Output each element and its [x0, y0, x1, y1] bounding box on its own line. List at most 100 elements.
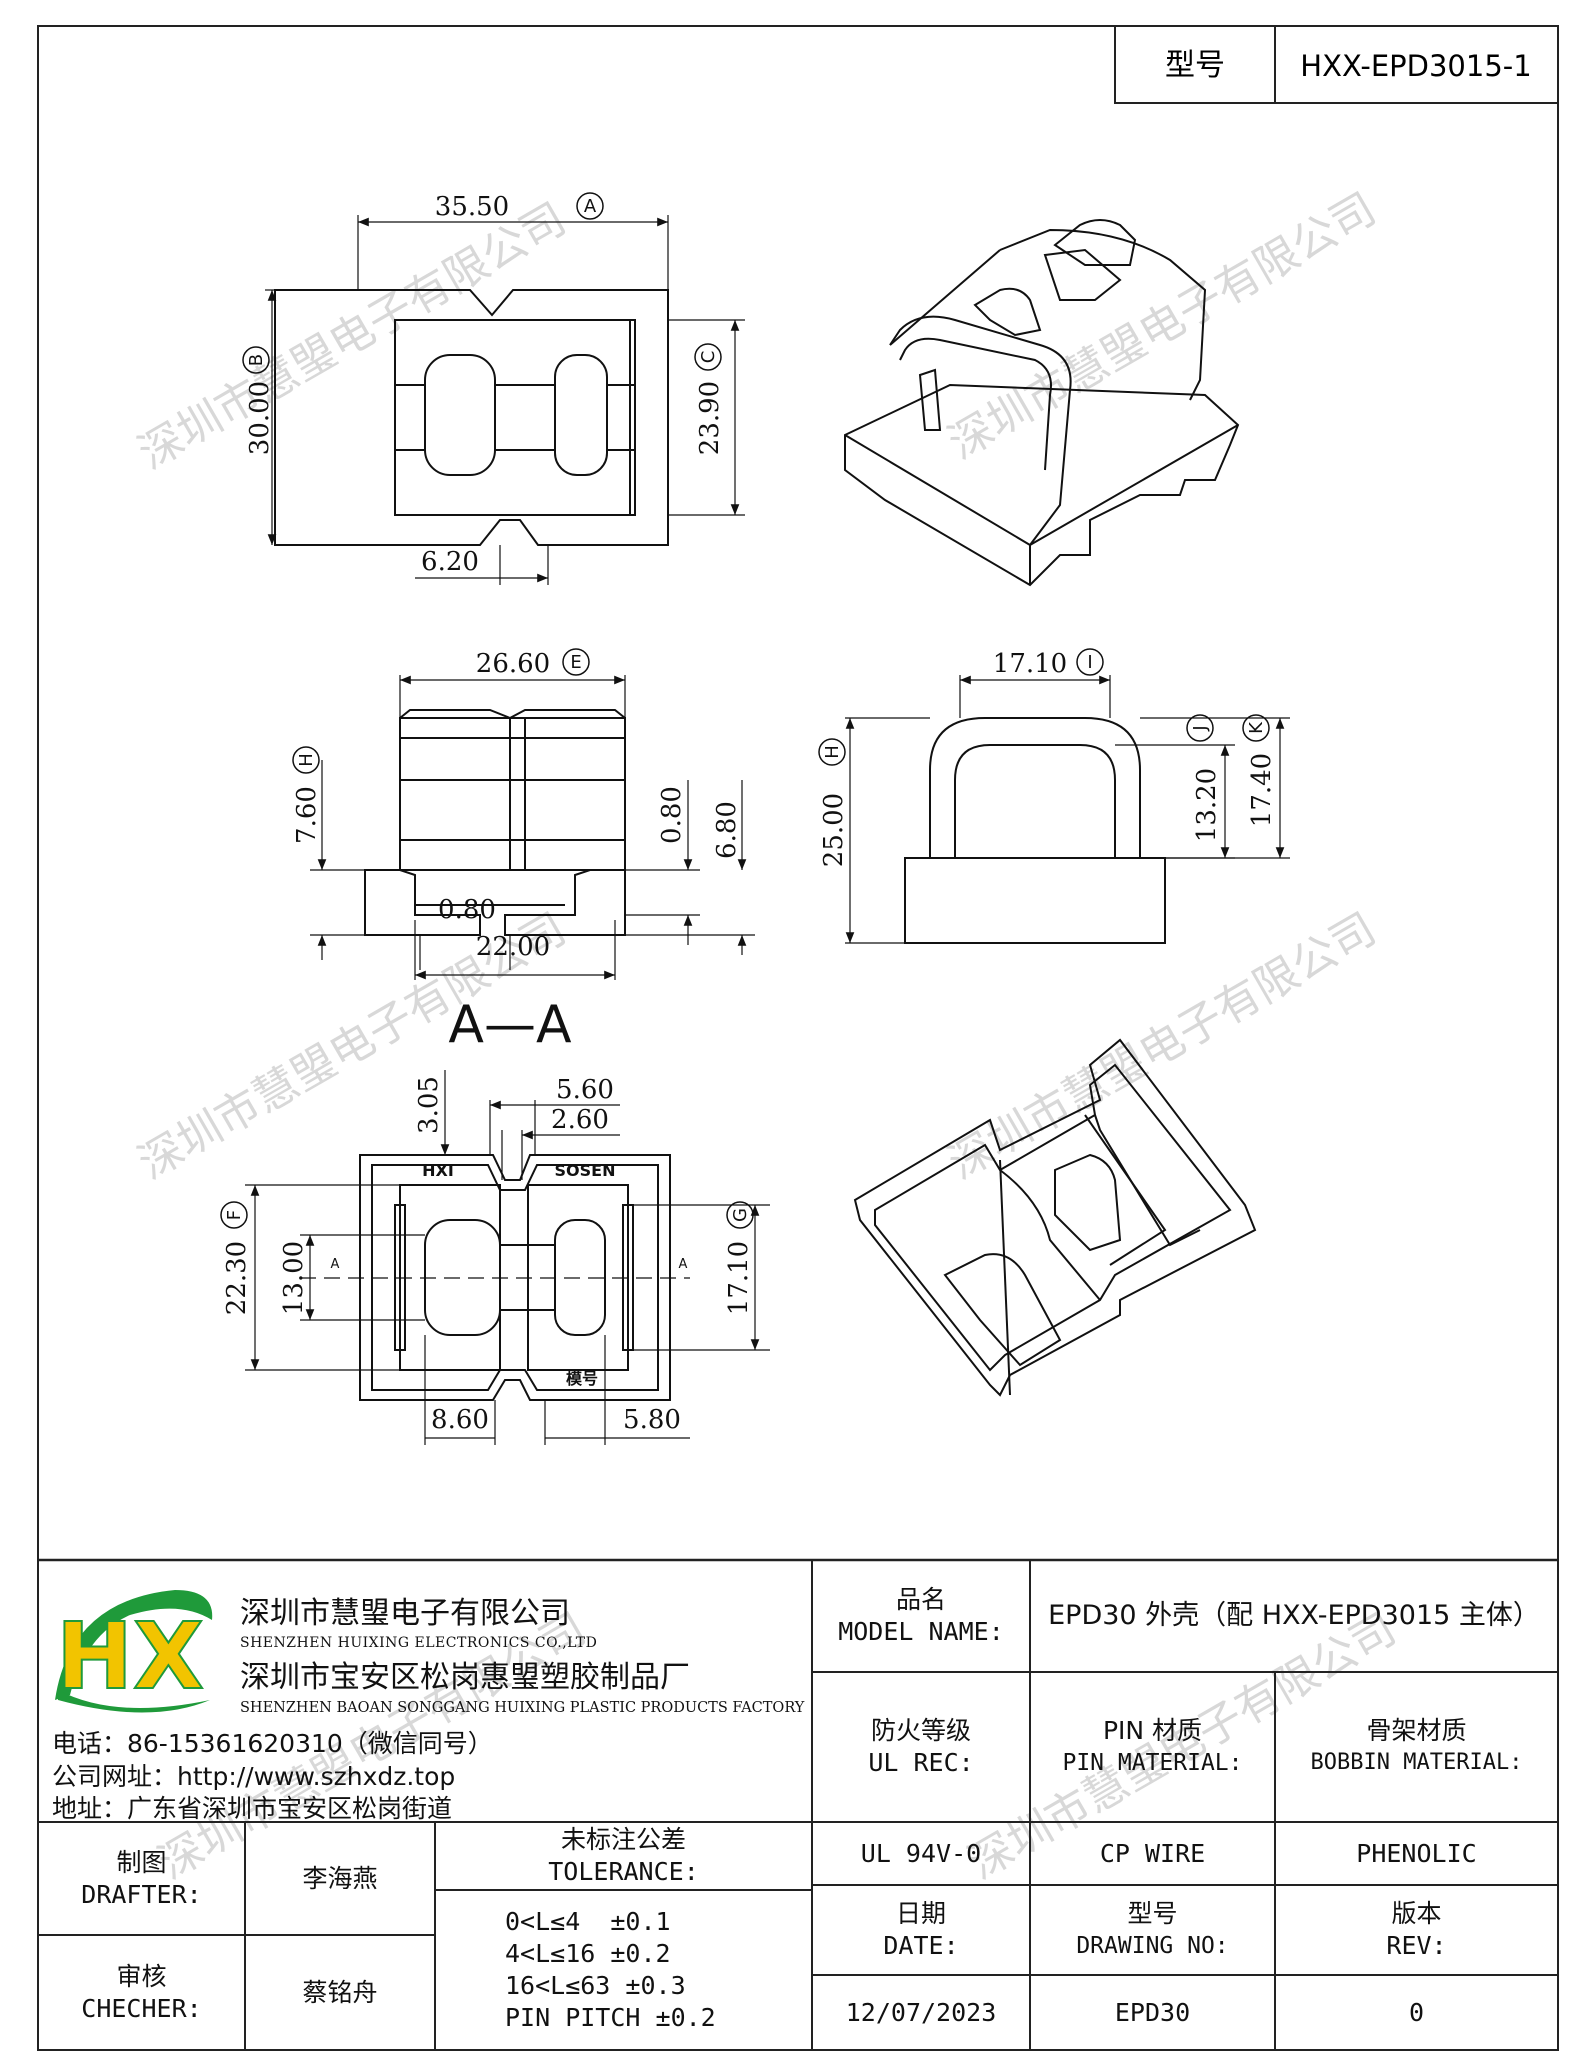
- dim-side-height: 25.00: [819, 793, 849, 867]
- section-label-right: SOSEN: [555, 1161, 616, 1180]
- dim-section-left-offset: 8.60: [431, 1405, 489, 1435]
- svg-text:E: E: [570, 652, 581, 673]
- dim-section-notch-depth: 3.05: [414, 1076, 444, 1134]
- top-view-window-left: [424, 354, 496, 476]
- section-mark-right: A: [679, 1257, 688, 1272]
- side-view: [845, 675, 1290, 944]
- ul-rec-value: UL 94V-0: [860, 1838, 982, 1868]
- logo-swoosh: [55, 1590, 213, 1700]
- callout-a: A: [576, 192, 604, 220]
- callout-j: J: [1186, 714, 1214, 742]
- dim-top-height: 30.00: [245, 381, 275, 455]
- tolerance-row: 4<L≤16 ±0.2: [505, 1939, 671, 1968]
- tolerance-label: 未标注公差 TOLERANCE:: [548, 1825, 699, 1886]
- callout-f: F: [220, 1201, 248, 1229]
- factory-name-cn: 深圳市宝安区松岗惠琞塑胶制品厂: [240, 1660, 690, 1695]
- svg-text:I: I: [1087, 652, 1092, 673]
- svg-text:B: B: [246, 354, 267, 366]
- dim-section-inner: 13.00: [279, 1241, 309, 1315]
- checker-label: 审核 CHECHER:: [81, 1961, 202, 2023]
- dim-section-notch-outer: 5.60: [556, 1075, 614, 1105]
- dim-front-base-height: 6.80: [712, 801, 742, 859]
- svg-text:H: H: [822, 745, 843, 759]
- dim-section-height: 22.30: [222, 1241, 252, 1315]
- svg-text:G: G: [730, 1208, 751, 1222]
- header-model-value: HXX-EPD3015-1: [1300, 49, 1531, 83]
- section-label-bottom: 模号: [566, 1369, 598, 1388]
- dim-side-outer: 17.40: [1247, 753, 1277, 827]
- section-view-outline: [359, 1154, 671, 1401]
- drafter-label: 制图 DRAFTER:: [81, 1847, 202, 1909]
- tolerance-values: 0<L≤4 ±0.1 4<L≤16 ±0.2 16<L≤63 ±0.3 PIN …: [505, 1890, 805, 2050]
- company-name-en: SHENZHEN HUIXING ELECTRONICS CO.,LTD: [240, 1635, 598, 1651]
- company-address: 地址：广东省深圳市宝安区松岗街道: [52, 1794, 453, 1823]
- callouts: A B C E H I H J K F G: [220, 192, 1270, 1229]
- svg-text:A: A: [584, 196, 597, 217]
- sheet-border: [37, 25, 1559, 2051]
- svg-text:H: H: [296, 753, 317, 767]
- callout-h-side: H: [818, 738, 846, 766]
- dim-front-height: 7.60: [292, 786, 322, 844]
- dim-top-inner: 23.90: [695, 381, 725, 455]
- dim-top-width: 35.50: [435, 192, 509, 222]
- dim-front-pin: 0.80: [657, 786, 687, 844]
- watermark-text: 深圳市慧琞电子有限公司: [130, 193, 575, 479]
- dim-front-base-width: 22.00: [476, 932, 550, 962]
- rev-label: 版本 REV:: [1386, 1899, 1447, 1960]
- iso-view-top: [844, 219, 1240, 587]
- dim-top-slot: 6.20: [421, 547, 479, 577]
- dim-side-width: 17.10: [993, 649, 1067, 679]
- tolerance-row: 0<L≤4 ±0.1: [505, 1907, 671, 1936]
- svg-text:F: F: [224, 1210, 245, 1220]
- company-phone: 电话：86-15361620310（微信同号）: [52, 1729, 493, 1758]
- section-title: A—A: [448, 995, 572, 1055]
- pin-material-label: PIN 材质 PIN MATERIAL:: [1062, 1716, 1243, 1776]
- svg-text:J: J: [1190, 725, 1211, 731]
- top-view: [265, 215, 745, 585]
- callout-g: G: [726, 1201, 754, 1229]
- section-window-left: [424, 1219, 501, 1336]
- front-view-body: [399, 717, 626, 871]
- tolerance-row: 16<L≤63 ±0.3: [505, 1971, 686, 2000]
- logo-letters: HX: [56, 1603, 204, 1710]
- side-view-base: [904, 857, 1166, 944]
- callout-e: E: [562, 648, 590, 676]
- callout-h-front: H: [292, 746, 320, 774]
- callout-c: C: [694, 343, 722, 371]
- svg-text:C: C: [698, 351, 719, 364]
- bobbin-material-value: PHENOLIC: [1356, 1838, 1477, 1868]
- pin-material-value: CP WIRE: [1099, 1838, 1206, 1868]
- section-view: [245, 1070, 770, 1445]
- callout-b: B: [242, 346, 270, 374]
- header-model-box: 型号 HXX-EPD3015-1: [1114, 25, 1559, 104]
- dim-front-width: 26.60: [476, 649, 550, 679]
- factory-name-en: SHENZHEN BAOAN SONGGANG HUIXING PLASTIC …: [240, 1700, 805, 1716]
- top-view-window-right: [554, 354, 608, 476]
- top-view-inner: [394, 319, 636, 516]
- section-mark-left: A: [331, 1257, 340, 1272]
- dim-section-notch-inner: 2.60: [551, 1105, 609, 1135]
- checker-value: 蔡铭舟: [302, 1977, 378, 2007]
- section-label-left: HXI: [422, 1161, 454, 1180]
- tolerance-row: PIN PITCH ±0.2: [505, 2003, 716, 2032]
- company-logo: HX: [55, 1590, 213, 1713]
- callout-k: K: [1242, 714, 1270, 742]
- front-view: [310, 675, 755, 980]
- dim-side-inner: 13.20: [1192, 768, 1222, 842]
- date-value: 12/07/2023: [845, 1997, 997, 2027]
- svg-text:K: K: [1246, 721, 1267, 734]
- ul-rec-label: 防火等级 UL REC:: [868, 1716, 974, 1777]
- dim-section-right-offset: 5.80: [623, 1405, 681, 1435]
- rev-value: 0: [1408, 1997, 1425, 2027]
- dimension-labels: 35.50 30.00 23.90 6.20 26.60 7.60 0.80 6…: [222, 192, 1277, 1435]
- model-name-label: 品名 MODEL NAME:: [838, 1585, 1004, 1646]
- company-name-cn: 深圳市慧琞电子有限公司: [240, 1596, 570, 1631]
- drafter-value: 李海燕: [302, 1863, 378, 1893]
- dim-front-step: 0.80: [438, 895, 496, 925]
- top-view-outline: [274, 289, 669, 546]
- bobbin-material-label: 骨架材质 BOBBIN MATERIAL:: [1310, 1716, 1523, 1775]
- callout-i: I: [1076, 648, 1104, 676]
- drawing-no-label: 型号 DRAWING NO:: [1076, 1899, 1229, 1959]
- model-name-value: EPD30 外壳（配 HXX-EPD3015 主体）: [1048, 1600, 1540, 1631]
